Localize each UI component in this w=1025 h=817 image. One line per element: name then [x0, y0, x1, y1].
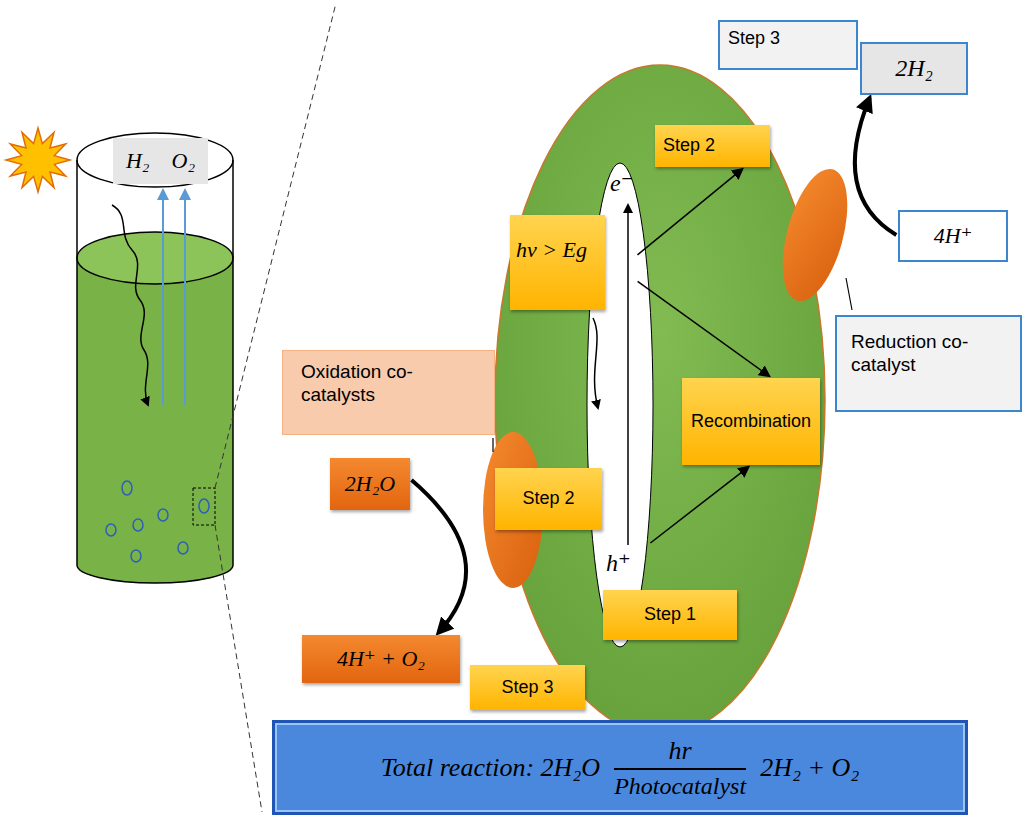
zoom-line: [215, 525, 262, 812]
node-text: 4H⁺: [934, 223, 973, 249]
gas-box: H₂ O₂: [113, 138, 208, 184]
fraction: hrPhotocatalyst: [614, 735, 746, 801]
reactant-box: 4H⁺: [898, 210, 1008, 262]
node-text: Recombination: [691, 411, 811, 433]
node-text: Step 1: [644, 604, 696, 626]
carrier-arrow: [638, 281, 770, 376]
energy-box: hν > Eg: [510, 215, 605, 310]
step-box: Step 3: [470, 665, 585, 710]
product-box: 2H₂: [860, 42, 968, 95]
reaction-arrow: [855, 98, 896, 235]
node-text: Photocatalyst: [614, 770, 746, 801]
node-text: Total reaction: 2H₂O: [381, 752, 600, 783]
step-box: Step 2: [495, 468, 602, 530]
node-text: 2H₂: [895, 54, 933, 83]
node-text: 2H₂O: [345, 471, 395, 497]
node-text: 2H₂ + O₂: [760, 752, 859, 783]
reactant-box: 2H₂O: [330, 458, 410, 510]
reduction-cocatalyst-blob: [770, 162, 859, 308]
beaker: [77, 133, 233, 583]
process-box: Recombination: [682, 378, 820, 465]
zoom-box: [193, 488, 215, 525]
step-box: Step 2: [655, 125, 770, 167]
node-text: H₂: [126, 148, 150, 174]
node-text: 4H⁺ + O₂: [337, 646, 425, 672]
node-text: hν > Eg: [516, 237, 587, 263]
node-text: Step 3: [728, 28, 780, 50]
node-text: e⁻: [610, 169, 633, 198]
total-reaction-band: Total reaction: 2H₂O hrPhotocatalyst 2H₂ +…: [272, 720, 968, 815]
sun: [6, 128, 70, 192]
carrier-arrow: [638, 169, 743, 255]
bubbles: [106, 481, 209, 562]
product-box: 4H⁺ + O₂: [302, 635, 460, 683]
carrier-arrow: [650, 467, 748, 543]
node-text: Reduction co-catalyst: [851, 331, 1006, 377]
photon-arrow: [593, 318, 598, 408]
node-text: Step 3: [501, 677, 553, 699]
reaction-arrow: [412, 480, 467, 633]
node-text: h⁺: [606, 549, 631, 578]
leader-line: [492, 438, 493, 452]
step-box: Step 3: [718, 20, 858, 70]
step-box: Step 1: [603, 590, 737, 640]
cocatalyst-label: Reduction co-catalyst: [835, 315, 1022, 412]
light-ray: [112, 205, 148, 405]
node-text: O₂: [172, 148, 196, 174]
excitation-arrow: [627, 205, 629, 545]
leader-line: [846, 278, 852, 310]
cocatalyst-label: Oxidation co-catalysts: [282, 350, 495, 435]
gas-arrow: [184, 190, 186, 405]
node-text: Oxidation co-catalysts: [301, 361, 476, 407]
gas-arrow: [162, 190, 164, 405]
node-text: Step 2: [663, 135, 715, 157]
node-text: Step 2: [522, 488, 574, 510]
photocatalyst-particle: [495, 65, 825, 735]
node-text: hr: [614, 735, 746, 770]
